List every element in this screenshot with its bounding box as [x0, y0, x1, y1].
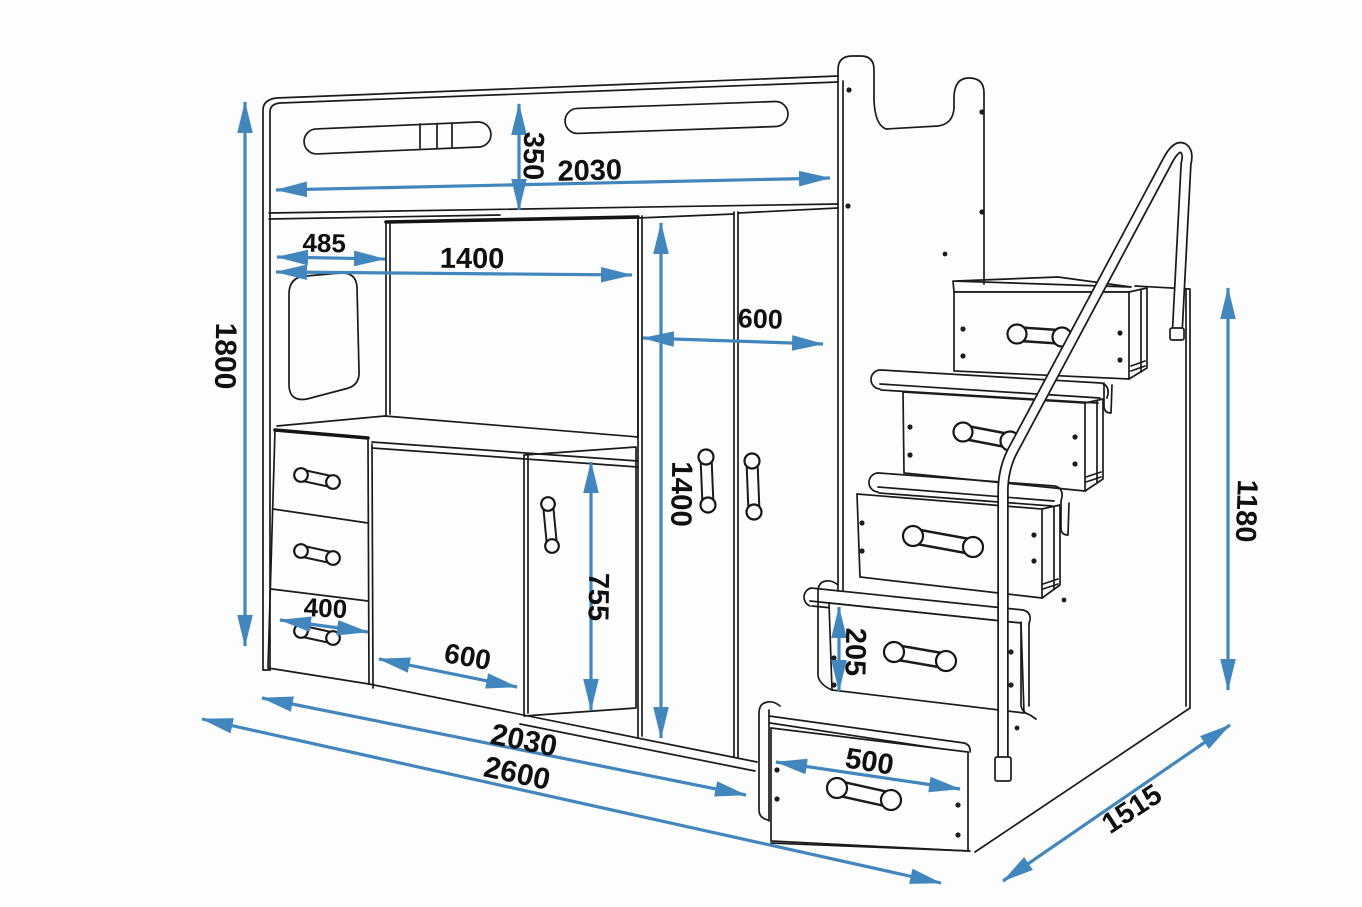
svg-text:400: 400 [303, 592, 348, 624]
svg-text:600: 600 [737, 303, 783, 335]
svg-text:500: 500 [843, 743, 896, 782]
svg-text:205: 205 [838, 628, 871, 677]
svg-text:1515: 1515 [1096, 778, 1168, 840]
svg-text:1800: 1800 [208, 322, 242, 389]
svg-text:1180: 1180 [1229, 479, 1263, 543]
svg-text:600: 600 [442, 637, 493, 676]
svg-text:1400: 1400 [440, 243, 505, 276]
svg-text:350: 350 [516, 132, 549, 181]
svg-text:2030: 2030 [557, 154, 622, 188]
svg-text:1400: 1400 [664, 461, 698, 527]
svg-text:755: 755 [581, 573, 614, 622]
svg-text:485: 485 [302, 228, 346, 259]
